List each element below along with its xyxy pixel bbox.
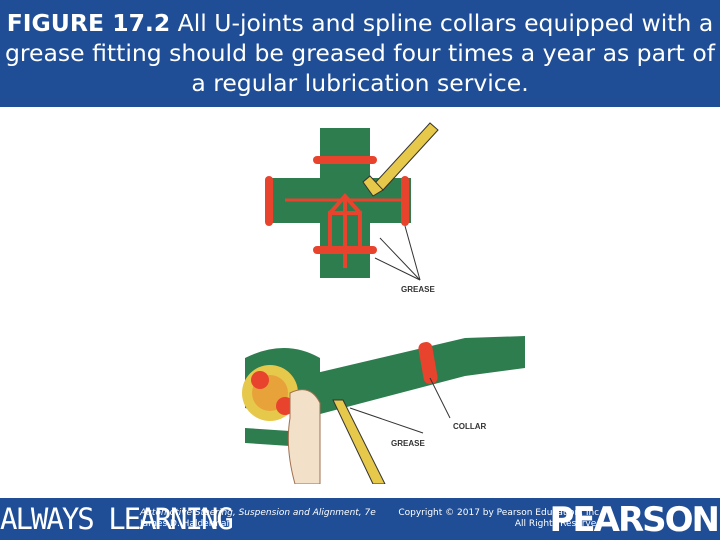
u-joint-illustration: GREASE COLLAR GREASE (242, 122, 525, 484)
collar-label: COLLAR (453, 422, 487, 431)
grease-label-bottom: GREASE (391, 439, 425, 448)
slide-header: FIGURE 17.2 All U-joints and spline coll… (0, 0, 720, 107)
caption-text: All U-joints and spline collars equipped… (5, 9, 715, 97)
book-author: James D. Halderman (140, 519, 233, 529)
u-joint-cross-section (265, 122, 439, 281)
slide-footer: ALWAYS LEARNING Automotive Steering, Sus… (0, 498, 720, 540)
figure-label: FIGURE 17.2 (6, 9, 171, 37)
always-learning-logo: ALWAYS LEARNING (0, 502, 234, 536)
copyright-line-2: All Rights Reserved (514, 519, 602, 529)
copyright-notice: Copyright © 2017 by Pearson Education, I… (398, 508, 602, 530)
driveshaft-yoke (242, 336, 525, 484)
book-title: Automotive Steering, Suspension and Alig… (140, 508, 376, 518)
book-citation: Automotive Steering, Suspension and Alig… (140, 508, 376, 530)
pearson-logo: PEARSON (549, 500, 720, 540)
copyright-line-1: Copyright © 2017 by Pearson Education, I… (398, 508, 602, 518)
figure-caption: FIGURE 17.2 All U-joints and spline coll… (0, 8, 720, 98)
grease-label-top: GREASE (401, 285, 435, 294)
